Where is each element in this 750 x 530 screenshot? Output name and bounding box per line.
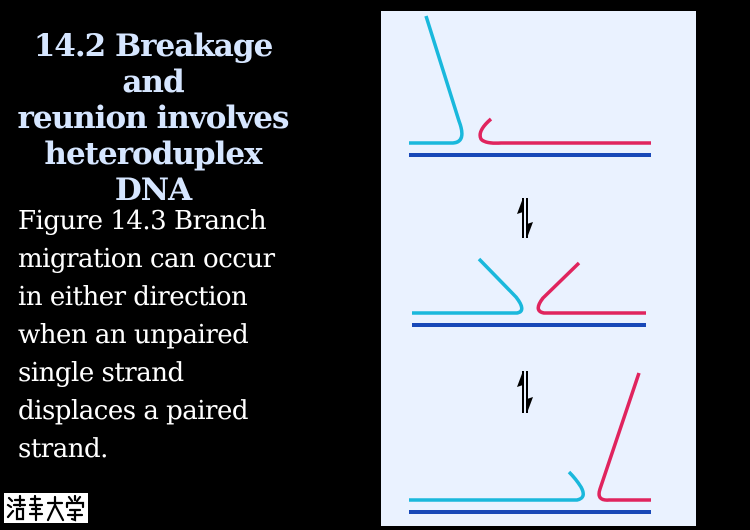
figure-caption: Figure 14.3 Branch migration can occur i… xyxy=(18,202,278,468)
reversible-arrow xyxy=(517,198,533,238)
magenta-strand xyxy=(536,261,646,315)
title-line: reunion involves xyxy=(17,100,290,136)
branch-migration-diagram xyxy=(409,15,651,514)
stage-1 xyxy=(409,15,651,157)
title-line: 14.2 Breakage and xyxy=(33,28,274,100)
cyan-strand xyxy=(412,257,524,315)
university-logo xyxy=(4,493,88,523)
caption-line: single strand xyxy=(18,358,184,388)
reversible-arrow xyxy=(517,371,533,413)
stage-3 xyxy=(409,372,651,514)
title-line: heteroduplex DNA xyxy=(44,136,262,208)
cyan-unpaired-strand xyxy=(409,15,464,145)
stage-2 xyxy=(412,257,646,327)
caption-line: when an unpaired xyxy=(18,320,249,350)
branch-migration-figure xyxy=(381,11,696,526)
slide-title: 14.2 Breakage and reunion involves heter… xyxy=(12,28,294,208)
caption-line: migration can occur xyxy=(18,244,275,274)
caption-line: Figure 14.3 Branch xyxy=(18,206,267,236)
magenta-unpaired-strand xyxy=(597,372,651,502)
cyan-paired-strand xyxy=(409,470,585,502)
caption-line: in either direction xyxy=(18,282,248,312)
caption-line: displaces a paired xyxy=(18,396,249,426)
caption-line: strand. xyxy=(18,434,108,464)
calligraphy-seal-icon xyxy=(6,494,85,522)
magenta-paired-strand xyxy=(478,117,651,145)
